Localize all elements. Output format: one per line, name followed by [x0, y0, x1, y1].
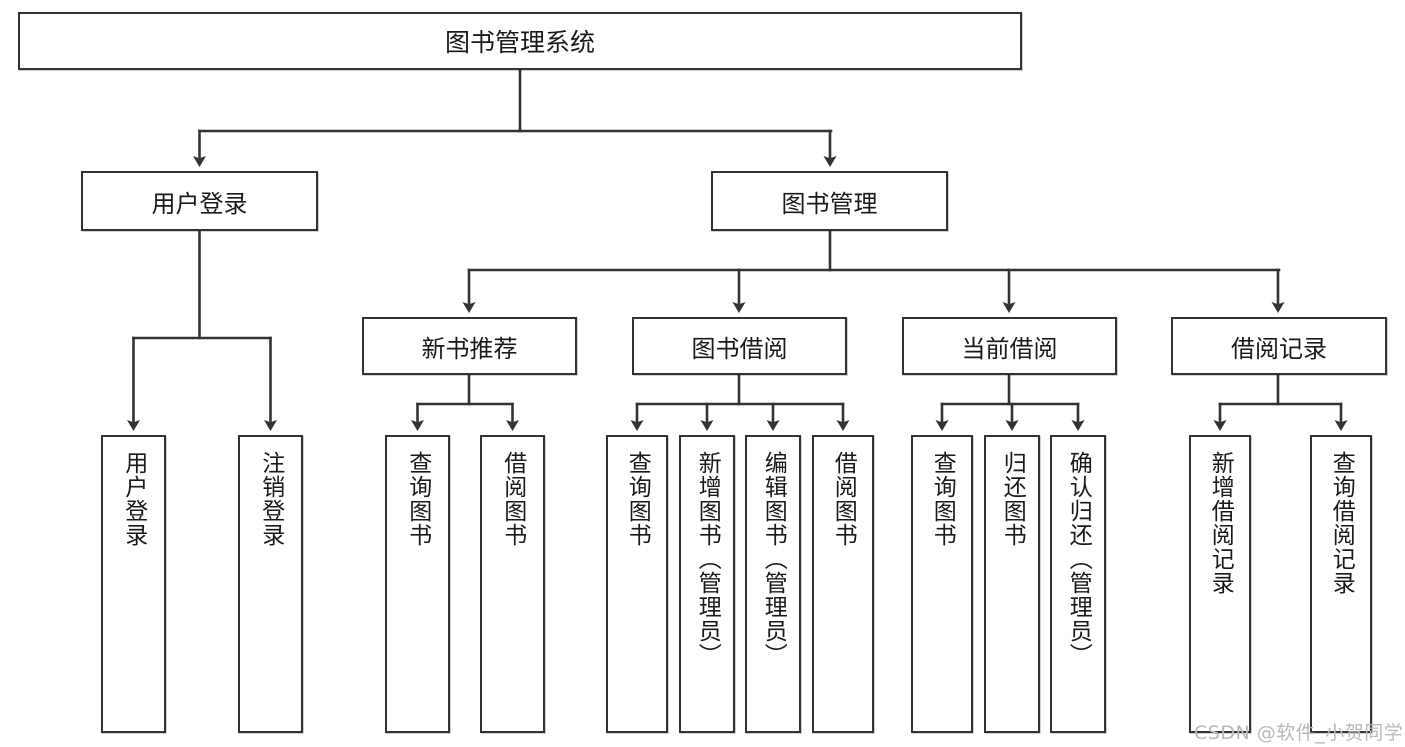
node-label: 编辑图书（管理员）: [760, 451, 787, 667]
node-label: 用户登录: [120, 451, 147, 547]
node-label: 借阅图书: [830, 451, 857, 547]
level2-node-1[interactable]: 图书管理: [711, 171, 948, 231]
level3-node-1[interactable]: 图书借阅: [632, 317, 847, 375]
leaf-node-0[interactable]: 用户登录: [101, 435, 166, 733]
node-label: 图书借阅: [691, 334, 788, 363]
leaf-node-6[interactable]: 编辑图书（管理员）: [745, 435, 801, 733]
level3-node-2[interactable]: 当前借阅: [902, 317, 1117, 375]
leaf-node-2[interactable]: 查询图书: [385, 435, 450, 733]
watermark: CSDN @软件_小贺同学: [1194, 722, 1404, 744]
node-label: 图书管理: [781, 189, 878, 218]
leaf-node-9[interactable]: 归还图书: [984, 435, 1040, 733]
node-label: 当前借阅: [961, 334, 1058, 363]
leaf-node-3[interactable]: 借阅图书: [480, 435, 545, 733]
level3-node-0[interactable]: 新书推荐: [362, 317, 577, 375]
leaf-node-1[interactable]: 注销登录: [238, 435, 303, 733]
node-label: 确认归还（管理员）: [1065, 451, 1092, 667]
leaf-node-8[interactable]: 查询图书: [911, 435, 973, 733]
node-label: 注销登录: [257, 451, 284, 547]
node-label: 归还图书: [999, 451, 1026, 547]
node-label: 图书管理系统: [444, 28, 595, 57]
node-label: 新书推荐: [421, 334, 518, 363]
level2-node-0[interactable]: 用户登录: [81, 171, 318, 231]
node-label: 借阅记录: [1231, 334, 1327, 363]
node-label: 新增图书（管理员）: [694, 451, 721, 667]
level3-node-3[interactable]: 借阅记录: [1171, 317, 1387, 375]
node-label: 用户登录: [151, 189, 248, 218]
leaf-node-4[interactable]: 查询图书: [606, 435, 668, 733]
leaf-node-7[interactable]: 借阅图书: [812, 435, 874, 733]
leaf-node-10[interactable]: 确认归还（管理员）: [1050, 435, 1106, 733]
node-label: 查询借阅记录: [1328, 451, 1355, 595]
node-label: 借阅图书: [499, 451, 526, 547]
leaf-node-11[interactable]: 新增借阅记录: [1189, 435, 1251, 733]
leaf-node-5[interactable]: 新增图书（管理员）: [679, 435, 735, 733]
root-node-0[interactable]: 图书管理系统: [18, 12, 1022, 70]
node-label: 新增借阅记录: [1207, 451, 1234, 595]
leaf-node-12[interactable]: 查询借阅记录: [1310, 435, 1372, 733]
node-label: 查询图书: [624, 451, 651, 547]
node-label: 查询图书: [929, 451, 956, 547]
node-label: 查询图书: [404, 451, 431, 547]
